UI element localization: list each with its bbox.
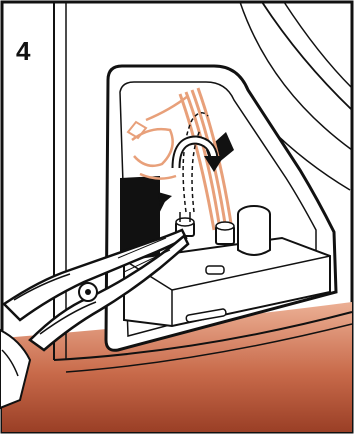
step-number: 4 xyxy=(16,38,30,64)
